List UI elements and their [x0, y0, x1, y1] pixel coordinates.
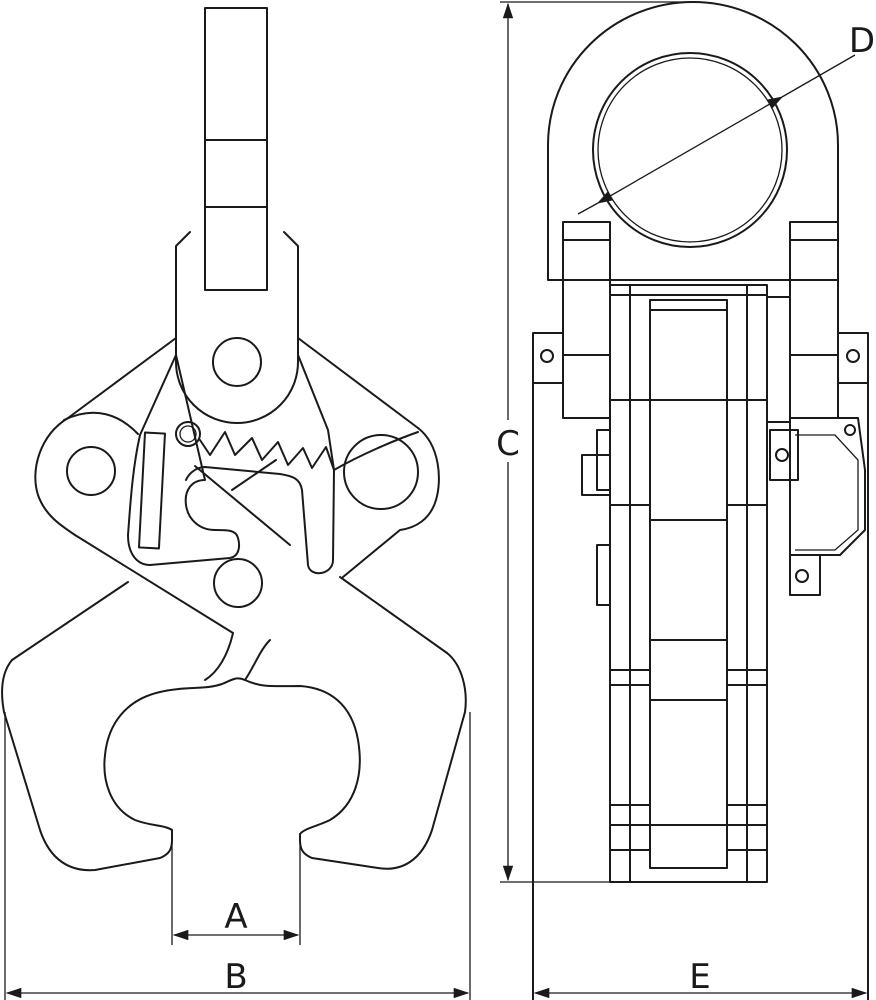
lower-pin-hole	[213, 558, 263, 608]
side-mechanism	[581, 296, 866, 606]
label-e: E	[689, 957, 710, 997]
dimension-a: A	[171, 840, 301, 945]
front-view: A B	[1, 7, 471, 1000]
right-pivot-hole	[343, 434, 419, 510]
dimension-b: B	[4, 712, 471, 1000]
hanger-plate	[175, 231, 299, 424]
label-c: C	[496, 424, 520, 464]
jaw-plates	[1, 337, 467, 872]
label-b: B	[224, 957, 247, 997]
left-pivot-hole	[66, 446, 116, 496]
locking-mechanism	[127, 354, 335, 608]
label-d: D	[849, 21, 875, 61]
center-body	[609, 284, 768, 883]
side-plates	[532, 221, 869, 1000]
hanger-pin-hole	[212, 337, 262, 387]
side-view: C D E	[494, 1, 875, 1000]
dimension-e: E	[533, 957, 868, 999]
shackle-eye	[547, 1, 839, 281]
label-a: A	[224, 897, 247, 937]
dimension-c: C	[494, 1, 690, 883]
dimension-d: D	[577, 21, 875, 215]
shackle	[204, 7, 268, 291]
